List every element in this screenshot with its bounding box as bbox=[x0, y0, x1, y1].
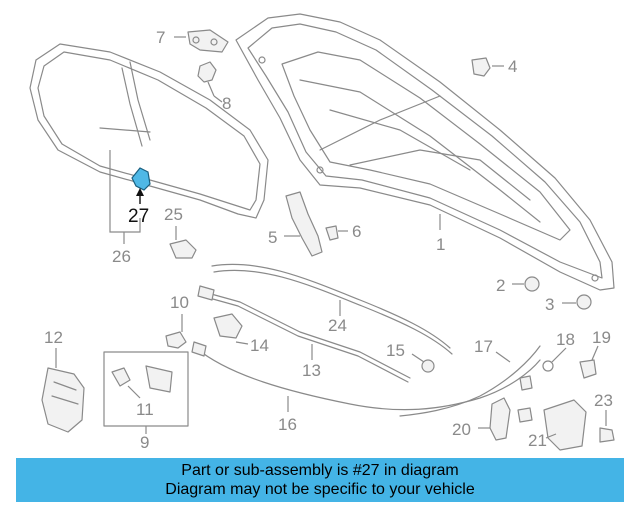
part-18 bbox=[542, 347, 567, 372]
part-7 bbox=[174, 29, 229, 53]
part-3 bbox=[562, 294, 592, 310]
callout-16: 16 bbox=[278, 415, 297, 434]
callout-11: 11 bbox=[136, 400, 154, 419]
callout-6: 6 bbox=[352, 222, 361, 241]
callout-27: 27 bbox=[128, 206, 149, 227]
part-20 bbox=[478, 397, 511, 441]
callout-17: 17 bbox=[474, 337, 493, 356]
part-16-cable bbox=[191, 341, 541, 412]
callout-26: 26 bbox=[112, 247, 131, 266]
callout-10: 10 bbox=[170, 293, 189, 312]
callout-5: 5 bbox=[268, 228, 277, 247]
callout-1: 1 bbox=[436, 235, 445, 254]
part-25 bbox=[169, 226, 197, 259]
banner-line-1: Part or sub-assembly is #27 in diagram bbox=[181, 462, 459, 479]
part-8 bbox=[197, 61, 223, 103]
part-21-latch bbox=[517, 399, 587, 451]
clip-27-highlight bbox=[131, 167, 151, 204]
part-12 bbox=[41, 348, 85, 433]
callout-4: 4 bbox=[508, 57, 517, 76]
part-2 bbox=[512, 276, 540, 292]
callout-21: 21 bbox=[528, 431, 547, 450]
part-10 bbox=[165, 314, 187, 349]
callout-8: 8 bbox=[222, 94, 231, 113]
callout-7: 7 bbox=[156, 28, 165, 47]
part-19 bbox=[579, 345, 599, 379]
part-14 bbox=[213, 313, 249, 345]
part-23 bbox=[599, 410, 615, 443]
part-22 bbox=[519, 375, 533, 391]
callout-18: 18 bbox=[556, 330, 575, 349]
part-5-hinge bbox=[284, 191, 348, 257]
callout-23: 23 bbox=[594, 391, 613, 410]
hood-insulator bbox=[29, 43, 269, 219]
callout-14: 14 bbox=[250, 336, 269, 355]
callout-20: 20 bbox=[452, 420, 471, 439]
callout-15: 15 bbox=[386, 341, 405, 360]
parts-diagram: 1 2 3 4 5 6 7 8 9 10 11 12 13 14 15 16 1… bbox=[29, 13, 615, 452]
part-9-box bbox=[103, 351, 189, 434]
callout-19: 19 bbox=[592, 328, 611, 347]
part-24-seal bbox=[211, 263, 453, 355]
callout-3: 3 bbox=[545, 295, 554, 314]
callout-24: 24 bbox=[328, 316, 347, 335]
leader-26 bbox=[109, 150, 141, 233]
callout-9: 9 bbox=[140, 433, 149, 452]
callout-25: 25 bbox=[164, 205, 183, 224]
part-4 bbox=[471, 57, 504, 77]
callout-12: 12 bbox=[44, 328, 63, 347]
part-17-cable bbox=[399, 345, 541, 417]
part-15 bbox=[411, 353, 435, 373]
callout-2: 2 bbox=[496, 276, 505, 295]
part-13-prop-rod bbox=[197, 285, 411, 383]
info-banner: Part or sub-assembly is #27 in diagram D… bbox=[16, 458, 624, 502]
banner-line-2: Diagram may not be specific to your vehi… bbox=[165, 481, 475, 498]
hood-panel bbox=[235, 13, 615, 291]
callout-13: 13 bbox=[302, 361, 321, 380]
clip-27-shape bbox=[131, 167, 151, 191]
